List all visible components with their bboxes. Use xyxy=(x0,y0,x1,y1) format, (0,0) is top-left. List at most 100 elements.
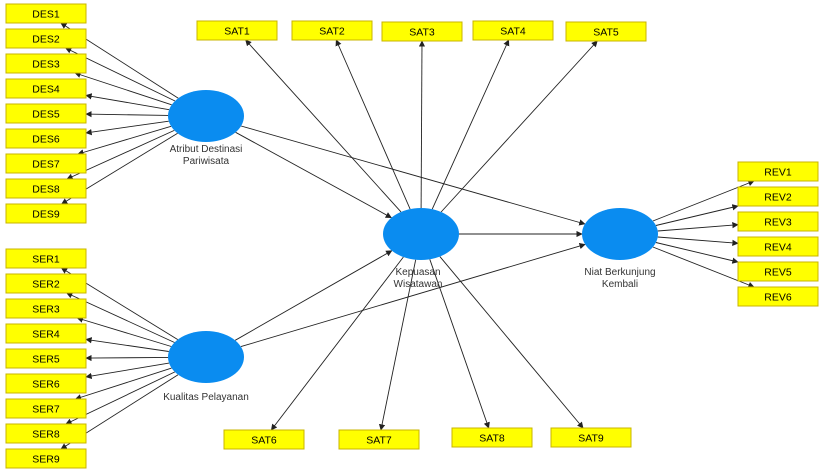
indicator-rev6[interactable]: REV6 xyxy=(737,286,819,307)
loading-arrow-ser5 xyxy=(85,354,169,362)
loading-arrow-rev2 xyxy=(655,204,739,226)
indicator-label: SER6 xyxy=(32,379,60,391)
indicator-box xyxy=(196,20,278,41)
indicator-ser6[interactable]: SER6 xyxy=(5,373,87,394)
indicator-ser8[interactable]: SER8 xyxy=(5,423,87,444)
indicator-box xyxy=(5,398,87,419)
indicator-label: REV5 xyxy=(764,267,792,279)
loading-arrow-ser7 xyxy=(74,367,172,401)
indicator-box xyxy=(737,286,819,307)
loading-arrow-des5 xyxy=(85,111,169,118)
indicator-box xyxy=(5,28,87,49)
indicator-label: SAT2 xyxy=(319,26,345,38)
indicator-des3[interactable]: DES3 xyxy=(5,53,87,74)
indicator-box xyxy=(5,103,87,124)
indicator-box xyxy=(5,448,87,469)
indicator-des7[interactable]: DES7 xyxy=(5,153,87,174)
path-arrow-atr-to-kep xyxy=(235,131,392,219)
indicator-ser3[interactable]: SER3 xyxy=(5,298,87,319)
indicator-ser9[interactable]: SER9 xyxy=(5,448,87,469)
indicator-label: SER5 xyxy=(32,354,60,366)
indicator-box xyxy=(338,429,420,450)
indicator-rev1[interactable]: REV1 xyxy=(737,161,819,182)
loading-arrow-rev3 xyxy=(657,222,739,232)
indicator-box xyxy=(5,178,87,199)
loading-arrow-des3 xyxy=(74,71,172,106)
loading-arrow-sat5 xyxy=(440,40,598,213)
indicator-label: SAT9 xyxy=(578,433,604,445)
indicator-des1[interactable]: DES1 xyxy=(5,3,87,24)
indicator-label: SER3 xyxy=(32,304,60,316)
indicator-box xyxy=(737,236,819,257)
indicator-label: SAT6 xyxy=(251,435,277,447)
indicator-sat9[interactable]: SAT9 xyxy=(550,427,632,448)
indicator-box xyxy=(5,298,87,319)
indicator-label: SAT5 xyxy=(593,27,619,39)
indicator-des8[interactable]: DES8 xyxy=(5,178,87,199)
indicator-label: DES1 xyxy=(32,9,60,21)
loading-arrow-ser6 xyxy=(85,362,170,380)
indicator-des5[interactable]: DES5 xyxy=(5,103,87,124)
loading-arrow-ser3 xyxy=(76,316,172,347)
latent-circle xyxy=(168,331,244,383)
loading-arrow-sat6 xyxy=(270,256,404,431)
indicator-label: SAT1 xyxy=(224,26,250,38)
path-arrow-kua-to-kep xyxy=(234,250,393,341)
indicator-des6[interactable]: DES6 xyxy=(5,128,87,149)
indicator-box xyxy=(5,373,87,394)
latent-kua[interactable]: Kualitas Pelayanan xyxy=(163,331,249,403)
indicator-sat5[interactable]: SAT5 xyxy=(565,21,647,42)
indicator-label: SER1 xyxy=(32,254,60,266)
indicator-box xyxy=(5,273,87,294)
indicator-label: REV1 xyxy=(764,167,792,179)
indicator-des9[interactable]: DES9 xyxy=(5,203,87,224)
indicator-label: SER2 xyxy=(32,279,60,291)
loading-arrow-sat9 xyxy=(439,256,584,429)
indicator-ser1[interactable]: SER1 xyxy=(5,248,87,269)
indicator-ser4[interactable]: SER4 xyxy=(5,323,87,344)
indicator-box xyxy=(5,203,87,224)
indicator-sat2[interactable]: SAT2 xyxy=(291,20,373,41)
indicator-rev5[interactable]: REV5 xyxy=(737,261,819,282)
indicator-sat6[interactable]: SAT6 xyxy=(223,429,305,450)
indicators-layer: DES1DES2DES3DES4DES5DES6DES7DES8DES9SER1… xyxy=(5,3,819,469)
indicator-box xyxy=(5,3,87,24)
indicator-label: DES3 xyxy=(32,59,60,71)
indicator-rev3[interactable]: REV3 xyxy=(737,211,819,232)
indicator-rev2[interactable]: REV2 xyxy=(737,186,819,207)
indicator-label: DES8 xyxy=(32,184,60,196)
indicator-ser5[interactable]: SER5 xyxy=(5,348,87,369)
indicator-label: SAT7 xyxy=(366,435,392,447)
indicator-sat3[interactable]: SAT3 xyxy=(381,21,463,42)
indicator-label: DES7 xyxy=(32,159,60,171)
indicator-des2[interactable]: DES2 xyxy=(5,28,87,49)
indicator-box xyxy=(737,161,819,182)
indicator-rev4[interactable]: REV4 xyxy=(737,236,819,257)
indicator-sat7[interactable]: SAT7 xyxy=(338,429,420,450)
indicator-box xyxy=(5,153,87,174)
indicator-ser7[interactable]: SER7 xyxy=(5,398,87,419)
loading-arrow-ser4 xyxy=(85,337,169,352)
indicator-box xyxy=(5,128,87,149)
indicator-sat8[interactable]: SAT8 xyxy=(451,427,533,448)
indicator-ser2[interactable]: SER2 xyxy=(5,273,87,294)
indicator-label: SAT3 xyxy=(409,27,435,39)
latent-circle xyxy=(582,208,658,260)
latent-circle xyxy=(168,90,244,142)
indicator-sat4[interactable]: SAT4 xyxy=(472,20,554,41)
indicator-sat1[interactable]: SAT1 xyxy=(196,20,278,41)
indicator-label: DES2 xyxy=(32,34,60,46)
indicator-box xyxy=(451,427,533,448)
indicator-label: REV4 xyxy=(764,242,792,254)
latent-label: Kembali xyxy=(602,279,638,290)
indicator-des4[interactable]: DES4 xyxy=(5,78,87,99)
indicator-label: SER9 xyxy=(32,454,60,466)
path-arrow-atr-to-nia xyxy=(240,125,586,226)
loading-arrow-sat1 xyxy=(245,39,402,213)
indicator-label: REV6 xyxy=(764,292,792,304)
indicator-label: DES4 xyxy=(32,84,60,96)
